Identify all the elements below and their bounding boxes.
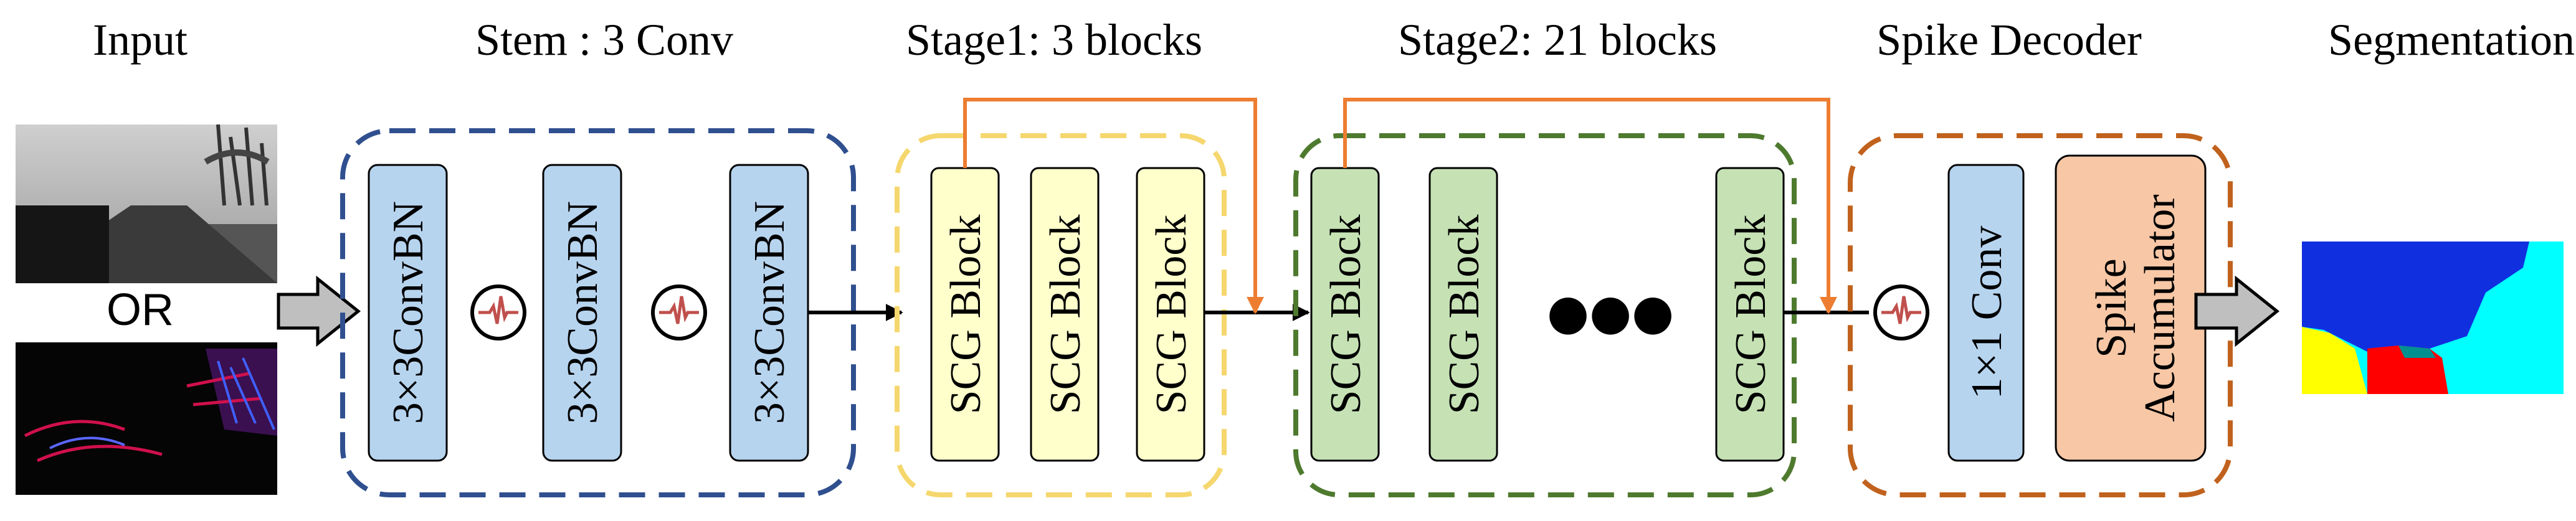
svg-text:SCG Block: SCG Block	[1727, 215, 1775, 415]
svg-text:SCG Block: SCG Block	[1322, 215, 1370, 415]
output-block-arrow-icon	[2194, 275, 2280, 347]
segmentation-title: Segmentation	[2328, 15, 2575, 65]
stage2-scg-block-1: SCG Block	[1310, 167, 1380, 462]
svg-text:Accumulator: Accumulator	[2136, 194, 2184, 421]
stem-group-border	[340, 128, 856, 497]
stage1-group-border	[895, 133, 1227, 497]
skip-connection-stage2	[1343, 98, 1837, 314]
input-title: Input	[93, 15, 188, 65]
stage1-scg-block-3: SCG Block	[1136, 167, 1205, 462]
stage2-group-border	[1293, 133, 1797, 497]
svg-text:SCG Block: SCG Block	[1440, 215, 1488, 415]
svg-text:3×3ConvBN: 3×3ConvBN	[559, 201, 607, 424]
spike-neuron-icon	[651, 284, 707, 340]
stage2-title: Stage2: 21 blocks	[1398, 15, 1717, 65]
spike-neuron-icon	[1873, 284, 1929, 340]
stage1-scg-block-2: SCG Block	[1030, 167, 1100, 462]
stage1-title: Stage1: 3 blocks	[906, 15, 1202, 65]
svg-text:SCG Block: SCG Block	[1042, 215, 1090, 415]
stem-conv-block-3: 3×3ConvBN	[729, 164, 809, 462]
decoder-spike-accumulator-block: Spike Accumulator	[2055, 154, 2207, 462]
stage2-scg-block-2: SCG Block	[1428, 167, 1498, 462]
svg-text:3×3ConvBN: 3×3ConvBN	[746, 201, 794, 424]
svg-text:1×1 Conv: 1×1 Conv	[1963, 226, 2011, 400]
svg-text:Spike: Spike	[2088, 258, 2136, 357]
decoder-conv-block: 1×1 Conv	[1947, 164, 2025, 462]
or-label: OR	[107, 285, 174, 335]
stem-conv-block-2: 3×3ConvBN	[542, 164, 622, 462]
svg-text:3×3ConvBN: 3×3ConvBN	[384, 201, 432, 424]
spike-neuron-icon	[470, 284, 526, 340]
stem-conv-block-1: 3×3ConvBN	[368, 164, 448, 462]
stem-title: Stem : 3 Conv	[475, 15, 733, 65]
stage1-scg-block-1: SCG Block	[930, 167, 1000, 462]
input-grayscale-image	[16, 124, 277, 283]
input-event-image	[16, 342, 277, 495]
skip-connection-stage1	[963, 98, 1264, 314]
input-block-arrow-icon	[277, 275, 361, 347]
stage2-scg-block-3: SCG Block	[1715, 167, 1785, 462]
stage2-ellipsis: ●●●	[1547, 284, 1674, 340]
svg-text:SCG Block: SCG Block	[942, 215, 990, 415]
decoder-title: Spike Decoder	[1876, 15, 2142, 65]
svg-text:SCG Block: SCG Block	[1148, 215, 1195, 415]
segmentation-output-image	[2302, 242, 2564, 394]
